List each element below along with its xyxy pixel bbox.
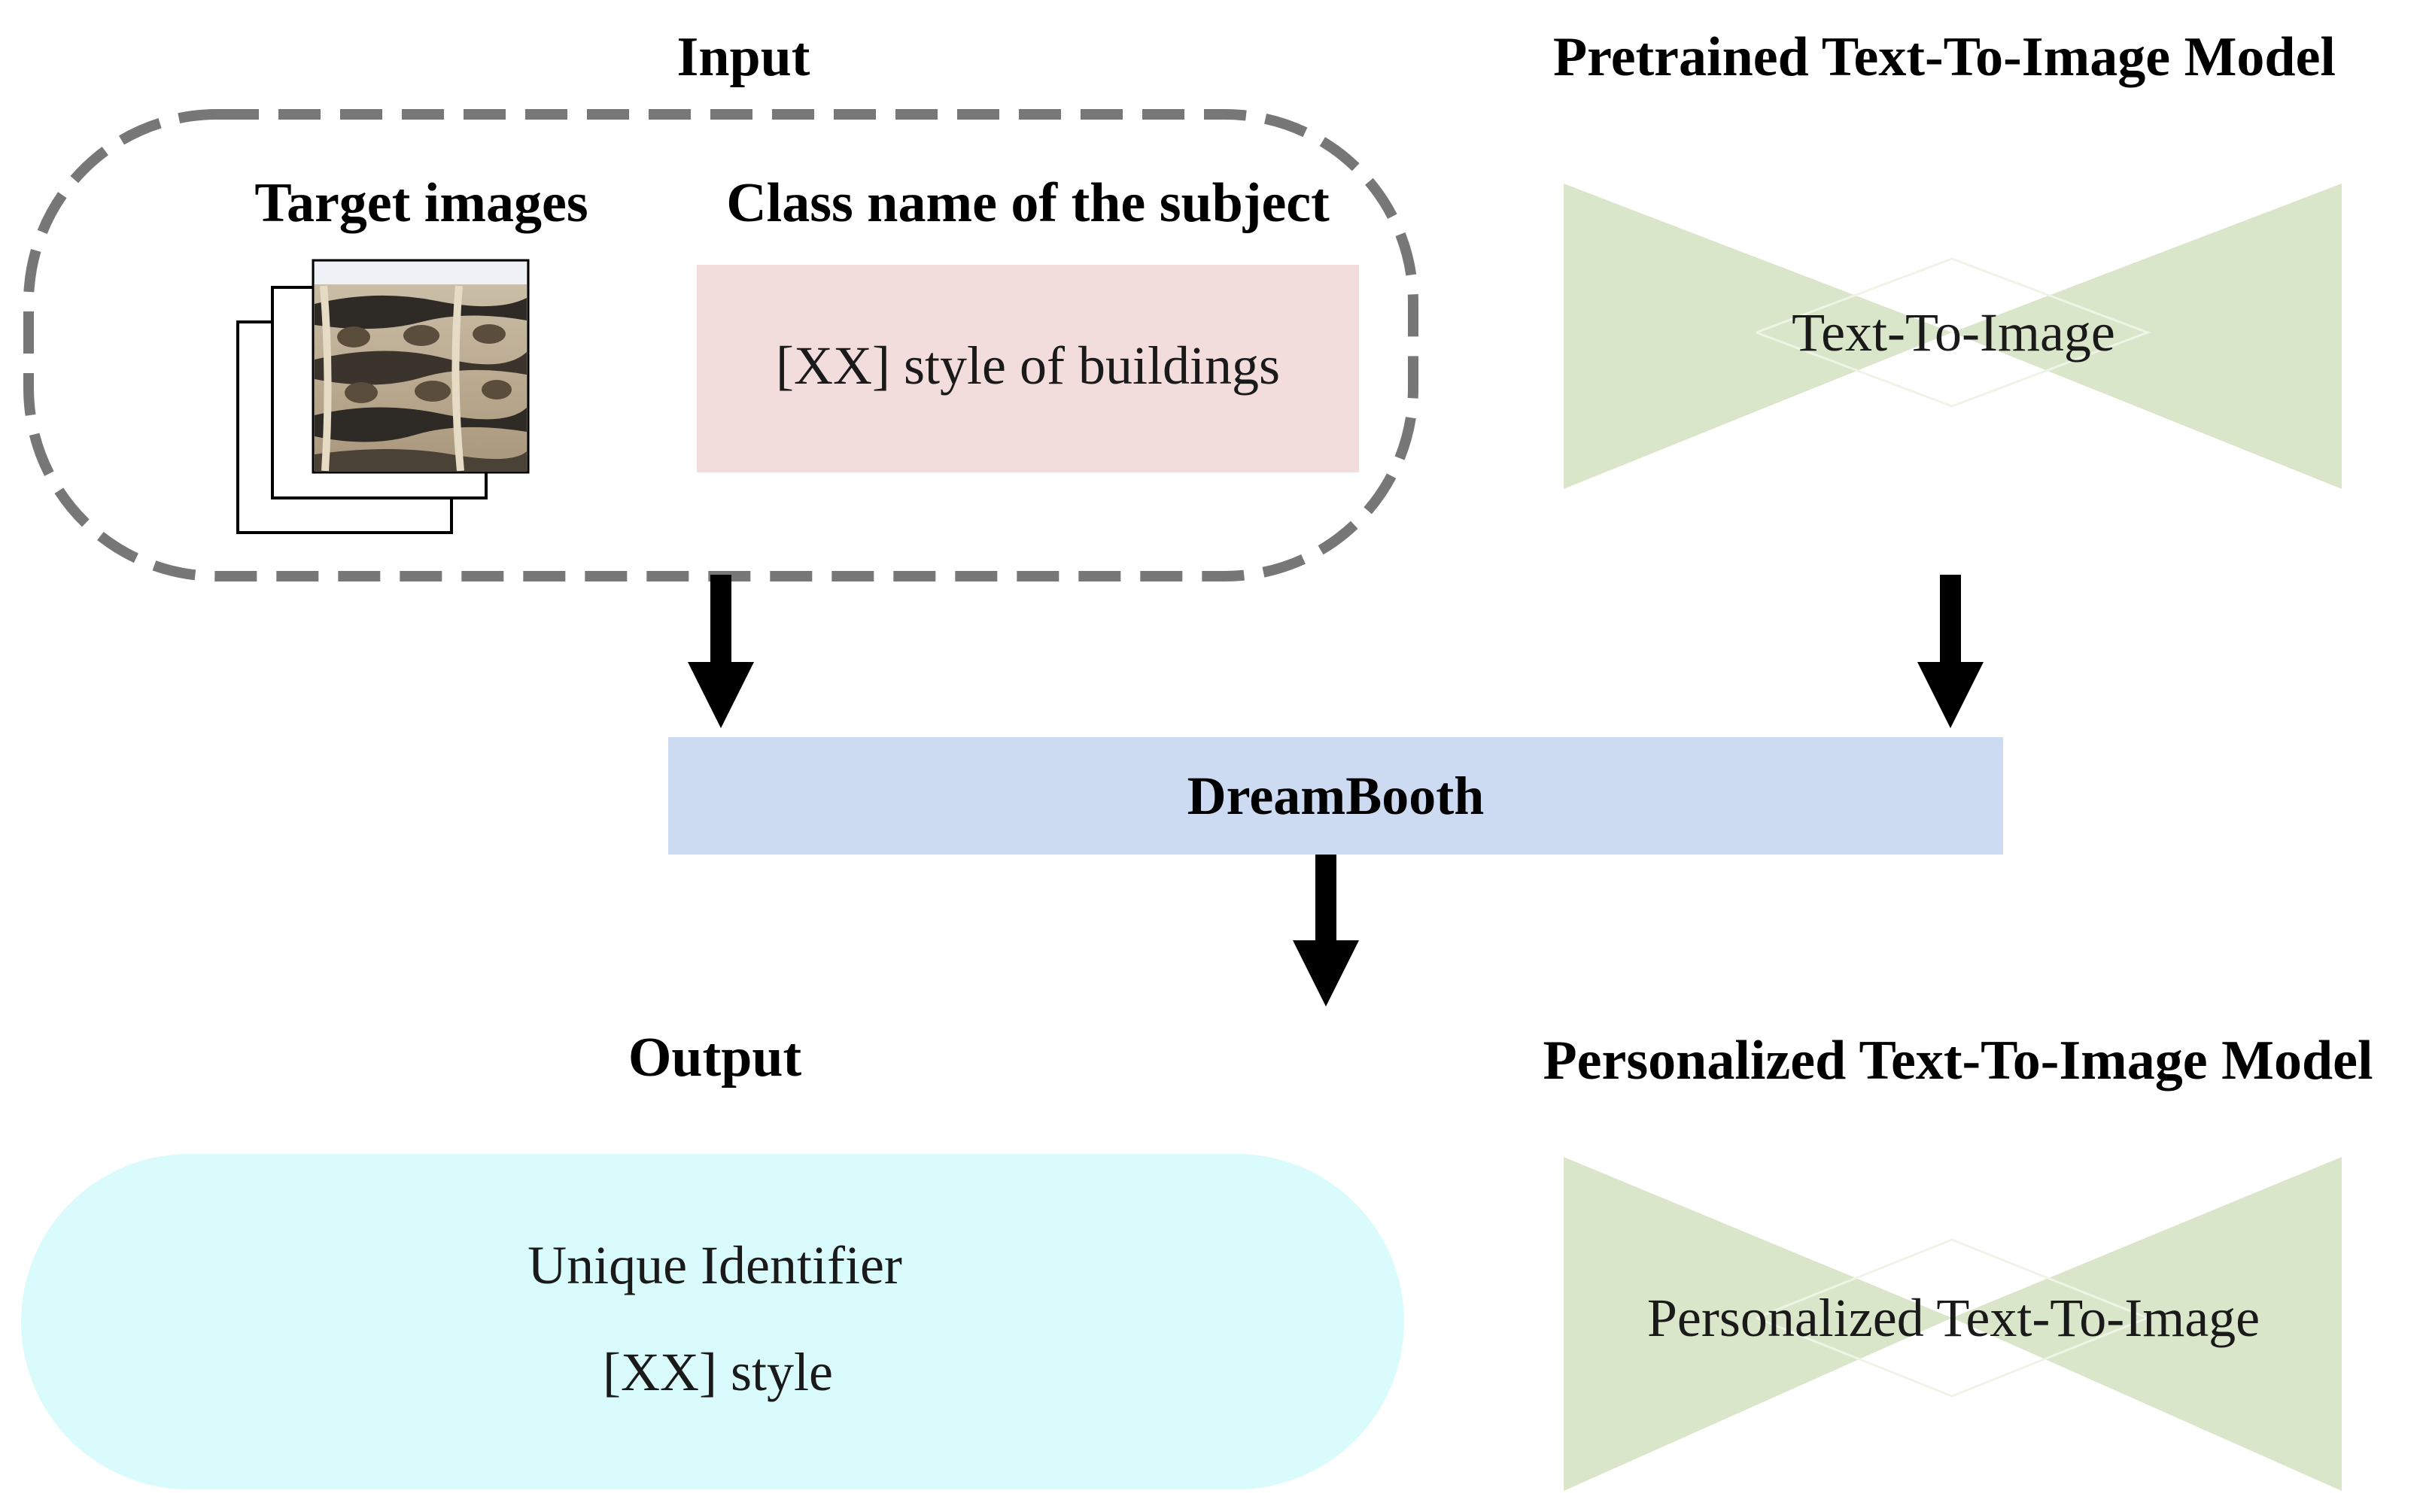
arrow-pretrained-to-dreambooth: [1917, 575, 1984, 728]
output-identifier-line1: Unique Identifier: [527, 1235, 902, 1295]
class-prompt-text: [XX] style of buildings: [776, 335, 1280, 396]
arrow-input-to-dreambooth: [688, 575, 754, 728]
arrow-dreambooth-to-output: [1293, 855, 1359, 1006]
output-identifier-line2: [XX] style: [603, 1342, 833, 1402]
dreambooth-box: [668, 737, 2003, 855]
pretrained-model-shape: [1564, 184, 2342, 489]
output-title: Output: [628, 1027, 802, 1088]
target-images-stack: [236, 259, 530, 534]
pretrained-model-label: Text-To-Image: [1792, 302, 2115, 363]
personalized-model-label: Personalized Text-To-Image: [1647, 1288, 2260, 1348]
building-photo-icon: [312, 259, 530, 474]
class-prompt-box: [697, 265, 1359, 472]
class-name-label: Class name of the subject: [726, 172, 1330, 234]
input-title: Input: [677, 26, 810, 88]
personalized-model-shape: [1564, 1157, 2342, 1491]
personalized-model-title: Personalized Text-To-Image Model: [1543, 1030, 2373, 1091]
output-identifier-pill: [21, 1154, 1404, 1489]
dreambooth-label: DreamBooth: [1187, 766, 1485, 826]
target-images-label: Target images: [254, 172, 588, 234]
pretrained-model-title: Pretrained Text-To-Image Model: [1553, 26, 2336, 88]
